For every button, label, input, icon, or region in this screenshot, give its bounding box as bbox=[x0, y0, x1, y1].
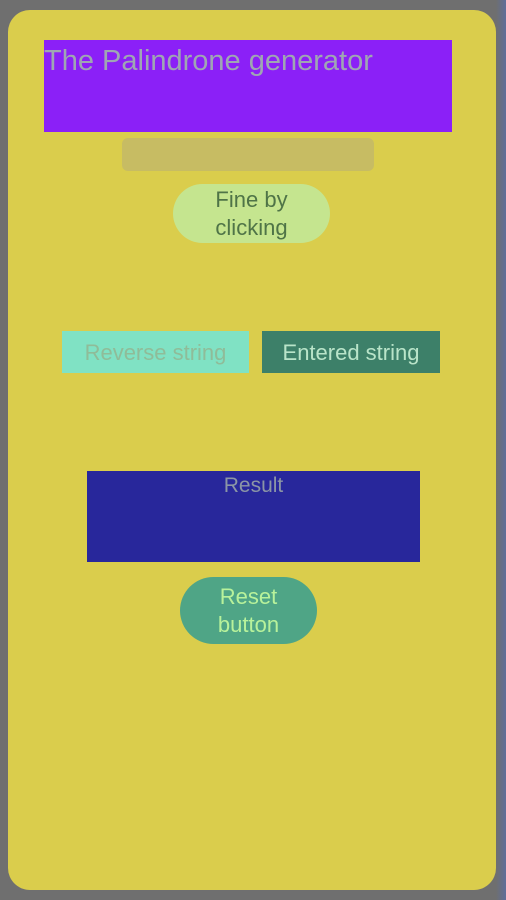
device-frame-edge bbox=[496, 0, 506, 900]
result-panel: Result bbox=[87, 471, 420, 562]
result-label: Result bbox=[223, 474, 284, 497]
page-title: The Palindrone generator bbox=[44, 45, 373, 77]
reset-button[interactable]: Reset button bbox=[180, 577, 317, 644]
reverse-string-label: Reverse string bbox=[84, 340, 227, 365]
app-screen: The Palindrone generator Fine by clickin… bbox=[8, 10, 496, 890]
title-banner: The Palindrone generator bbox=[44, 40, 452, 132]
entered-string-label: Entered string bbox=[282, 340, 420, 365]
entered-string-button[interactable]: Entered string bbox=[262, 331, 440, 373]
find-button[interactable]: Fine by clicking bbox=[173, 184, 330, 243]
reverse-string-button[interactable]: Reverse string bbox=[62, 331, 249, 373]
string-input[interactable] bbox=[122, 138, 374, 171]
